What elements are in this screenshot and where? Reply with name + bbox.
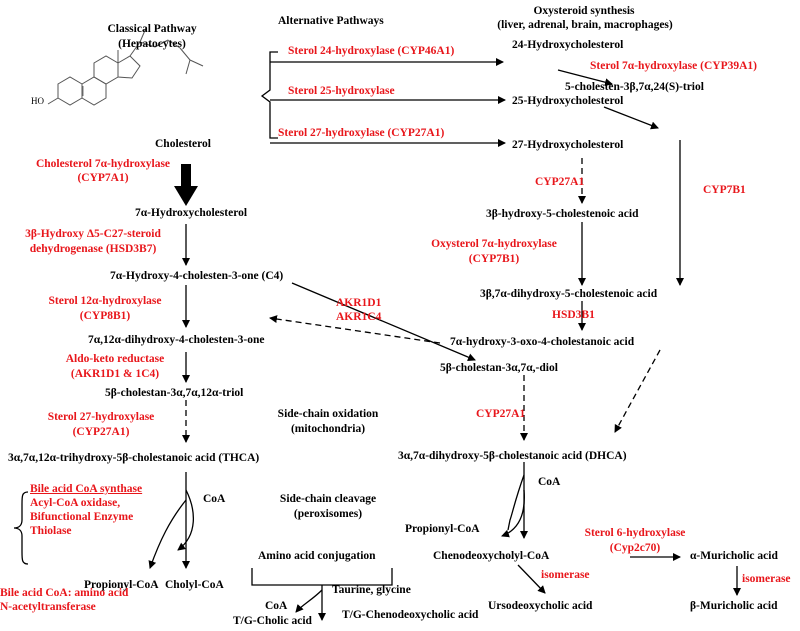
- compound-beta-muricholic-acid: β-Muricholic acid: [690, 600, 778, 612]
- enzyme-hsd3b1: HSD3B1: [552, 309, 595, 321]
- enzyme-cyp7a1-name: Cholesterol 7α-hydroxylase: [35, 158, 171, 170]
- enzyme-isomerase-1: isomerase: [541, 569, 590, 581]
- structure-oh-label: HO: [31, 96, 44, 106]
- classical-pathway-subtitle: (Hepatocytes): [118, 38, 186, 50]
- compound-7a-hydroxy-3-oxo-4-cholestanoic: 7α-hydroxy-3-oxo-4-cholestanoic acid: [450, 336, 635, 348]
- amino-acid-conjugation: Amino acid conjugation: [258, 550, 376, 562]
- enzyme-hsd3b7-code: dehydrogenase (HSD3B7): [29, 243, 157, 255]
- enzyme-cyp8b1-name: Sterol 12α-hydroxylase: [48, 295, 162, 307]
- compound-alpha-muricholic-acid: α-Muricholic acid: [690, 550, 778, 562]
- cholesterol-structure: [47, 27, 204, 106]
- compound-propionyl-coa-left: Propionyl-CoA: [84, 579, 159, 591]
- coa-left-label: CoA: [203, 493, 226, 505]
- compound-dhca: 3α,7α-dihydroxy-5β-cholestanoic acid (DH…: [398, 450, 627, 462]
- compound-27-hydroxycholesterol: 27-Hydroxycholesterol: [512, 139, 624, 151]
- side-chain-oxidation-subtitle: (mitochondria): [290, 423, 366, 435]
- enzyme-acyl-coa-oxidase: Acyl-CoA oxidase,: [30, 497, 121, 509]
- alternative-pathways-title: Alternative Pathways: [278, 15, 384, 27]
- enzyme-bifunctional: Bifunctional Enzyme: [30, 511, 134, 523]
- enzyme-akr1d1: AKR1D1: [336, 297, 382, 309]
- enzyme-cyp27a1-mid: CYP27A1: [535, 176, 585, 188]
- compound-24-hydroxycholesterol: 24-Hydroxycholesterol: [512, 39, 624, 51]
- compound-c4: 7α-Hydroxy-4-cholesten-3-one (C4): [110, 270, 284, 282]
- enzyme-oxysterol-7a-code: (CYP7B1): [468, 253, 520, 265]
- side-chain-cleavage-subtitle: (peroxisomes): [293, 508, 363, 520]
- enzyme-baat-code: N-acetyltransferase: [0, 601, 96, 613]
- enzyme-sterol-27-code: (CYP27A1): [72, 426, 130, 438]
- classical-pathway-title: Classical Pathway: [107, 23, 197, 35]
- enzyme-bile-acid-coa-synthase: Bile acid CoA synthase: [30, 483, 143, 495]
- compound-7a12a-dihydroxy-4-cholesten-3-one: 7α,12α-dihydroxy-4-cholesten-3-one: [88, 334, 265, 346]
- enzyme-thiolase: Thiolase: [30, 525, 72, 537]
- enzyme-cyp7b1-right: CYP7B1: [703, 184, 746, 196]
- taurine-glycine-label: Taurine, glycine: [332, 584, 411, 596]
- coa-bottom-label: CoA: [265, 600, 288, 612]
- side-chain-oxidation-title: Side-chain oxidation: [277, 408, 379, 420]
- enzyme-sterol-27-name: Sterol 27-hydroxylase: [47, 411, 155, 423]
- coa-right-label: CoA: [538, 476, 561, 488]
- compound-thca: 3α,7α,12α-trihydroxy-5β-cholestanoic aci…: [8, 452, 260, 464]
- enzyme-cyp2c70-code: (Cyp2c70): [609, 542, 661, 554]
- compound-5b-cholestan-triol: 5β-cholestan-3α,7α,12α-triol: [105, 387, 244, 399]
- compound-7a-hydroxycholesterol: 7α-Hydroxycholesterol: [135, 207, 248, 219]
- compound-chenodeoxycholyl-coa: Chenodeoxycholyl-CoA: [433, 550, 550, 562]
- enzyme-sterol-25-hydroxylase: Sterol 25-hydroxylase: [288, 85, 395, 97]
- enzyme-cyp2c70-name: Sterol 6-hydroxylase: [584, 527, 686, 539]
- compound-ursodeoxycholic-acid: Ursodeoxycholic acid: [488, 600, 593, 612]
- enzyme-cyp8b1-code: (CYP8B1): [79, 310, 131, 322]
- oxysterol-title: Oxysteroid synthesis: [533, 5, 635, 17]
- enzyme-isomerase-2: isomerase: [742, 573, 791, 585]
- enzyme-cyp39a1: Sterol 7α-hydroxylase (CYP39A1): [590, 60, 757, 72]
- compound-tg-chenodeoxycholic-acid: T/G-Chenodeoxycholic acid: [342, 609, 479, 621]
- compound-tg-cholic-acid: T/G-Cholic acid: [233, 615, 312, 627]
- oxysterol-subtitle: (liver, adrenal, brain, macrophages): [497, 19, 673, 31]
- enzyme-oxysterol-7a-name: Oxysterol 7α-hydroxylase: [431, 238, 557, 250]
- compound-cholyl-coa: Cholyl-CoA: [165, 579, 224, 591]
- compound-3b-hydroxy-5-cholestenoic: 3β-hydroxy-5-cholestenoic acid: [486, 208, 639, 220]
- compound-3b7a-dihydroxy-5-cholestenoic: 3β,7α-dihydroxy-5-cholestenoic acid: [480, 288, 658, 300]
- enzyme-cyp46a1: Sterol 24-hydroxylase (CYP46A1): [288, 45, 455, 57]
- enzyme-akr1c4: AKR1C4: [336, 311, 382, 323]
- enzyme-cyp27a1-top: Sterol 27-hydroxylase (CYP27A1): [278, 127, 445, 139]
- compound-propionyl-coa-right: Propionyl-CoA: [405, 523, 480, 535]
- enzyme-cyp27a1-low: CYP27A1: [476, 408, 526, 420]
- enzyme-hsd3b7-name: 3β-Hydroxy Δ5-C27-steroid: [25, 228, 161, 240]
- compound-24s-triol: 5-cholesten-3β,7α,24(S)-triol: [565, 81, 704, 93]
- enzyme-baat-name: Bile acid CoA: amino acid: [0, 587, 129, 599]
- side-chain-cleavage-title: Side-chain cleavage: [279, 493, 377, 505]
- compound-5b-cholestan-diol: 5β-cholestan-3α,7α,-diol: [440, 362, 558, 374]
- compound-25-hydroxycholesterol: 25-Hydroxycholesterol: [512, 95, 624, 107]
- enzyme-cyp7a1-code: (CYP7A1): [77, 172, 129, 184]
- compound-cholesterol: Cholesterol: [155, 138, 212, 150]
- enzyme-aldo-keto-name: Aldo-keto reductase: [65, 353, 165, 365]
- enzyme-aldo-keto-code: (AKR1D1 & 1C4): [70, 368, 160, 380]
